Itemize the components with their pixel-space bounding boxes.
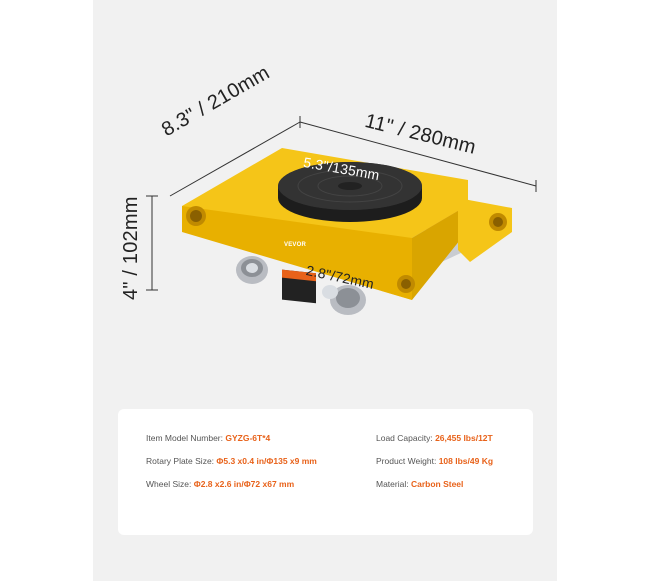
spec-model: Item Model Number: GYZG-6T*4 <box>146 433 271 443</box>
spec-wheel-size: Wheel Size: Φ2.8 x2.6 in/Φ72 x67 mm <box>146 479 295 489</box>
product-illustration: 8.3" / 210mm 11" / 280mm 4" / 102mm 5.3"… <box>120 62 537 315</box>
spec-weight: Product Weight: 108 lbs/49 Kg <box>376 456 494 466</box>
spec-plate-size: Rotary Plate Size: Φ5.3 x0.4 in/Φ135 x9 … <box>146 456 317 466</box>
depth-dim-line <box>169 121 301 197</box>
spec-card: Item Model Number: GYZG-6T*4 Rotary Plat… <box>118 409 533 535</box>
spec-material: Material: Carbon Steel <box>376 479 464 489</box>
machinery-mover-image <box>146 116 537 315</box>
brand-text: VEVOR <box>284 242 307 248</box>
height-dimension-label: 4" / 102mm <box>120 196 142 300</box>
brand-label <box>282 269 316 304</box>
rotary-plate <box>278 162 422 222</box>
length-dim-line <box>299 121 537 187</box>
spec-load-capacity: Load Capacity: 26,455 lbs/12T <box>376 433 493 443</box>
front-wheels <box>236 256 366 315</box>
dimension-lines <box>146 116 537 291</box>
